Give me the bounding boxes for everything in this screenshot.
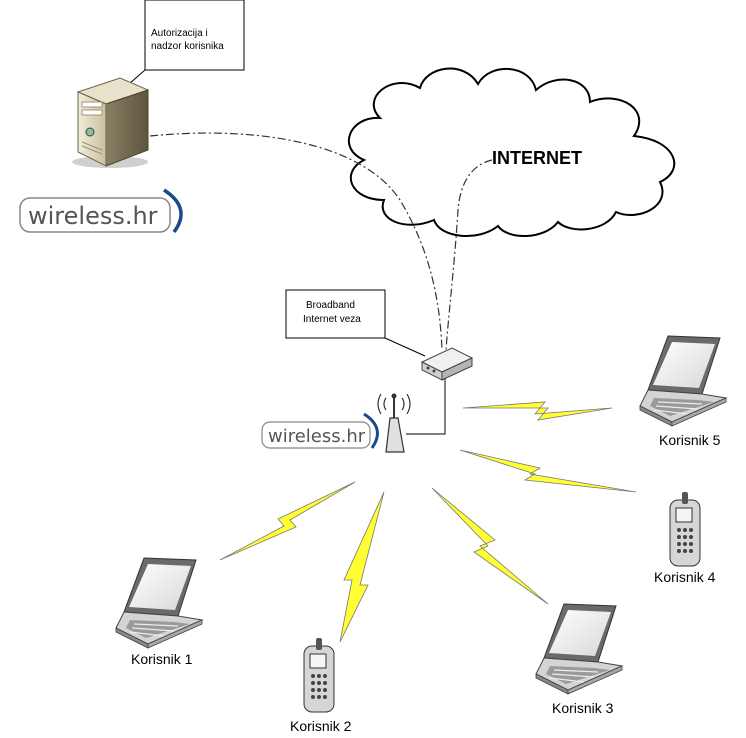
server-link-line xyxy=(149,132,443,351)
wireless-links xyxy=(219,401,637,643)
user-label-3: Korisnik 3 xyxy=(552,700,614,716)
bolt-user2 xyxy=(339,491,385,643)
user-label-4: Korisnik 4 xyxy=(654,569,716,585)
server-icon xyxy=(72,77,150,168)
laptop-icon-user3 xyxy=(535,603,623,695)
bolt-user3 xyxy=(431,487,549,605)
logo-text: wireless.hr xyxy=(28,202,158,230)
ap-cable xyxy=(406,378,446,435)
wireless-logo-mid: wireless.hr xyxy=(261,412,379,449)
user-label-5: Korisnik 5 xyxy=(659,432,721,448)
logo-text-mid: wireless.hr xyxy=(268,426,366,447)
user-label-1: Korisnik 1 xyxy=(131,651,193,667)
broadband-connector xyxy=(384,337,426,357)
laptop-icon-user1 xyxy=(115,557,203,649)
access-point-icon xyxy=(377,393,411,453)
bolt-user4 xyxy=(459,449,637,493)
wireless-logo-top: wireless.hr xyxy=(19,188,183,234)
internet-link-line xyxy=(445,159,493,351)
broadband-line2: Internet veza xyxy=(303,314,361,325)
auth-box-line2: nadzor korisnika xyxy=(151,41,224,52)
auth-box-line1: Autorizacija i xyxy=(151,28,208,39)
broadband-line1: Broadband xyxy=(306,300,355,311)
phone-icon-user2 xyxy=(303,637,335,713)
bolt-user5 xyxy=(462,401,613,421)
bolt-user1 xyxy=(219,481,356,561)
phone-icon-user4 xyxy=(669,491,701,567)
broadband-box: Broadband Internet veza xyxy=(285,289,386,339)
laptop-icon-user5 xyxy=(639,335,727,427)
auth-server-box: Autorizacija i nadzor korisnika xyxy=(144,0,245,71)
user-label-2: Korisnik 2 xyxy=(290,718,352,734)
internet-label: INTERNET xyxy=(492,148,582,168)
internet-cloud: INTERNET xyxy=(347,67,676,238)
modem-icon xyxy=(420,347,474,381)
